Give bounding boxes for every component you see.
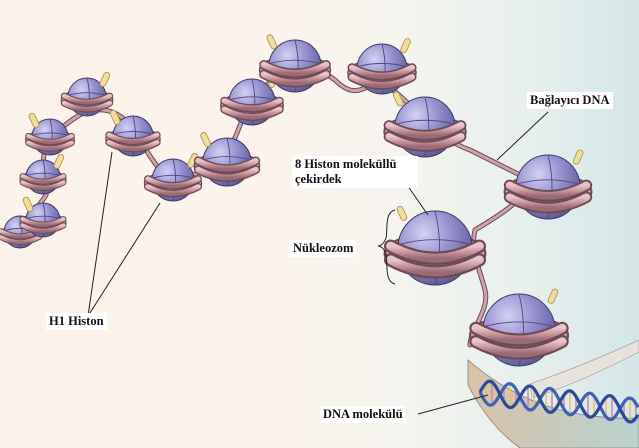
histone-core-seam [484, 321, 554, 327]
label-h1-histone: H1 Histon [46, 313, 107, 330]
dna-wrap-front-fill [20, 217, 66, 227]
histone-core-seam [26, 172, 60, 176]
leader-line-linker-dna [496, 111, 549, 161]
nucleosome [19, 196, 67, 238]
histone-core-seam [49, 118, 53, 156]
dna-wrap-front-fill [145, 176, 201, 189]
dna-wrap-front-fill [26, 133, 74, 145]
leader-line-h1-a [87, 151, 113, 317]
dna-wrap-front-fill [385, 121, 465, 139]
dna-wrap-front-fill [471, 323, 567, 345]
dna-wrap-front-fill [195, 166, 259, 181]
nucleosome [503, 149, 593, 220]
h1-histone [53, 153, 65, 169]
dna-wrap-front-fill [386, 241, 484, 263]
histone-core-seam [32, 132, 68, 136]
nucleosome [468, 288, 570, 367]
nucleosome [193, 132, 261, 187]
nucleosome [383, 205, 487, 286]
nucleosome [19, 153, 67, 195]
fiber-highlight [529, 339, 639, 399]
dna-wrap-front-fill [0, 235, 42, 245]
leader-line-dna-molecule [417, 394, 489, 415]
histone-core-seam [132, 115, 136, 157]
h1-histone [109, 109, 121, 125]
h1-histone [396, 205, 408, 221]
histone-core-seam [68, 92, 106, 96]
histone-core-seam [204, 156, 250, 161]
dna-backbone-1 [478, 381, 639, 422]
h1-histone [266, 34, 278, 50]
dna-wrap-front-fill [260, 61, 330, 77]
dna-wrap-front-fill [505, 193, 591, 212]
h1-histone [572, 149, 584, 165]
histone-core-seam [226, 137, 231, 187]
dna-wrap-front-fill [106, 140, 160, 152]
nucleosome [60, 71, 114, 117]
dna-wrap-front-fill [61, 100, 113, 112]
dna-wrap-front-fill [20, 223, 66, 234]
label-linker-dna: Bağlayıcı DNA [527, 92, 613, 109]
histone-core-seam [86, 77, 90, 117]
dna-wrap-front-fill [349, 74, 415, 89]
nucleosome-bracket [377, 209, 396, 285]
dna-wrap-front-fill [349, 64, 415, 79]
histone-core-seam [270, 59, 320, 64]
h1-histone [28, 112, 40, 128]
histone-core-seam [381, 43, 386, 95]
histone-core-seam [42, 159, 46, 195]
nucleosome-chain [0, 34, 593, 367]
dna-wrap-front-fill [20, 180, 66, 191]
histone-core-seam [517, 179, 579, 185]
dna-wrap-front-fill [471, 337, 567, 358]
histone-core-seam [26, 215, 60, 219]
leader-line-h1-b [87, 202, 161, 317]
histone-core-seam [396, 119, 454, 125]
histone-core-seam [399, 239, 471, 245]
histone-core-seam [294, 39, 299, 93]
nucleosome [105, 109, 161, 157]
dna-wrap-front-fill [61, 93, 113, 105]
dna-double-helix [478, 379, 639, 424]
nucleosome [347, 38, 417, 95]
h1-histone [200, 132, 211, 148]
h1-histone [392, 91, 404, 107]
h1-histone [400, 38, 411, 54]
h1-histone [22, 196, 34, 212]
leader-lines [87, 111, 549, 415]
dna-wrap-front-fill [145, 184, 201, 197]
h1-histone [547, 288, 559, 304]
dna-backbone-2 [478, 379, 639, 424]
nucleosome [143, 153, 203, 202]
nucleosome [258, 34, 332, 93]
dna-wrap-front-fill [221, 106, 283, 120]
label-nucleosome: Nükleozom [290, 240, 357, 257]
histone-core-seam [42, 202, 46, 238]
histone-core-seam [230, 96, 274, 101]
nucleosome [220, 73, 284, 126]
histone-core-seam [251, 78, 256, 126]
label-histone-core: 8 Histon moleküllü çekirdek [292, 156, 418, 188]
histone-core-seam [113, 131, 153, 135]
dna-wrap-front-fill [26, 140, 74, 151]
dna-wrap-front-fill [385, 133, 465, 150]
dna-wrap-front-fill [20, 174, 66, 184]
label-dna-molecule: DNA molekülü [320, 406, 406, 423]
nucleosome [383, 91, 467, 158]
h1-histone [99, 71, 111, 87]
dna-wrap-front-fill [221, 98, 283, 112]
dna-wrap-front-fill [195, 157, 259, 172]
dna-wrap-front-fill [106, 132, 160, 144]
histone-core-seam [152, 174, 194, 179]
histone-core-seam [358, 62, 406, 67]
dna-wrap-front-fill [260, 71, 330, 86]
nucleosome [24, 112, 76, 156]
dna-wrap-front-fill [386, 255, 484, 277]
histone-core-seam [172, 158, 177, 202]
histone-core-seam [424, 96, 430, 158]
dna-wrap-front-fill [505, 181, 591, 200]
